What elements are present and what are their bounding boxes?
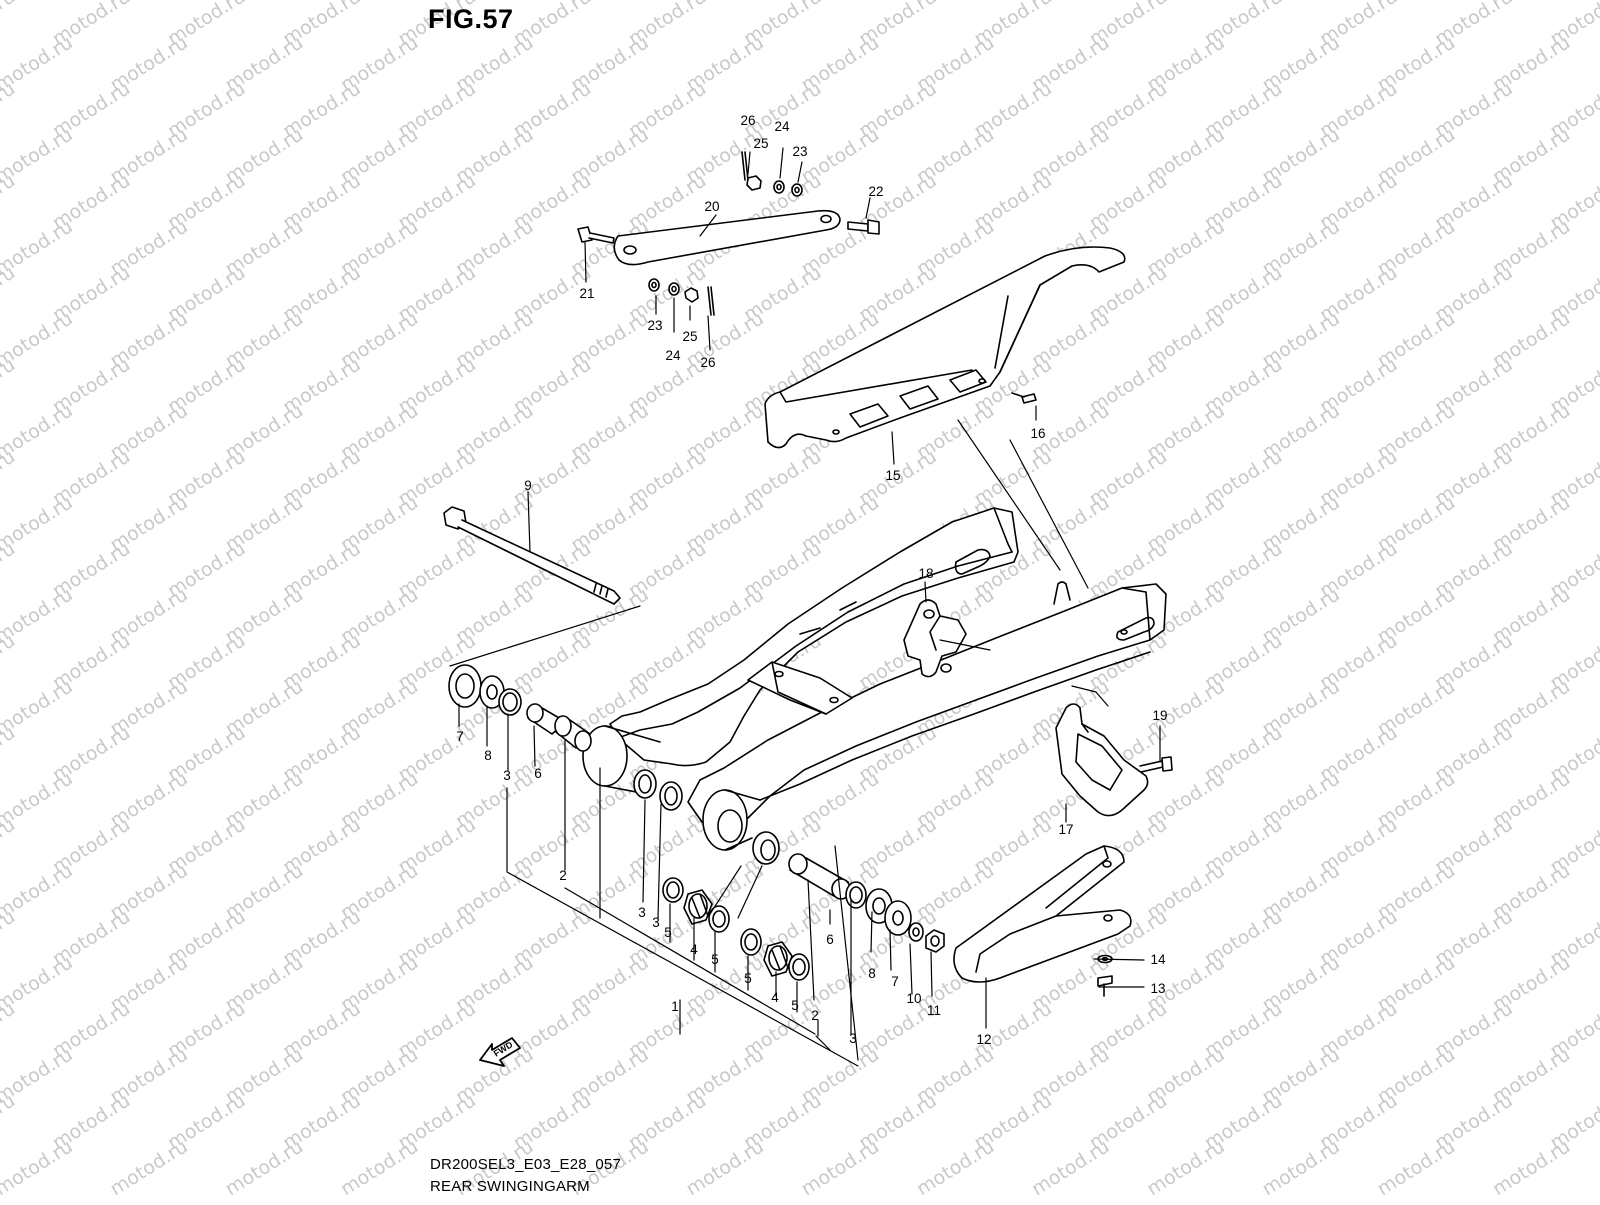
callout-8: 8: [868, 966, 876, 981]
figure-title: FIG.57: [428, 4, 514, 34]
callout-5: 5: [791, 998, 799, 1013]
left-pivot-parts: [448, 664, 592, 752]
watermark-text: motod.ru: [913, 1135, 999, 1200]
callout-7: 7: [891, 974, 899, 989]
callout-17: 17: [1058, 822, 1073, 837]
callout-6: 6: [534, 766, 542, 781]
callout-24: 24: [665, 348, 681, 363]
callout-2: 2: [811, 1008, 819, 1023]
callout-7: 7: [456, 729, 464, 744]
swingarm: [582, 507, 1167, 865]
watermark-text: motod.ru: [1489, 1135, 1575, 1200]
leader-lines: [449, 147, 1161, 1067]
callout-21: 21: [579, 286, 594, 301]
callout-22: 22: [868, 184, 883, 199]
callout-3: 3: [652, 915, 660, 930]
drawing: [443, 147, 1173, 1067]
chain-guard-15: [764, 246, 1126, 449]
bolt-19: [1139, 756, 1173, 773]
callout-9: 9: [524, 478, 532, 493]
callout-5: 5: [664, 925, 672, 940]
callout-26: 26: [740, 113, 755, 128]
watermark-text: motod.ru: [337, 1135, 423, 1200]
callout-23: 23: [647, 318, 662, 333]
watermark-text: motod.ru: [1143, 1135, 1229, 1200]
callout-11: 11: [927, 1003, 941, 1018]
screw-13: [1097, 975, 1113, 997]
callout-14: 14: [1150, 952, 1166, 967]
callout-4: 4: [690, 942, 698, 957]
callout-3: 3: [503, 768, 511, 783]
callout-3: 3: [849, 1031, 857, 1046]
callout-18: 18: [918, 566, 933, 581]
chain-buffer-12: [953, 845, 1132, 983]
callout-numbers: 1 2 2 3 3 3 3 4 4 5 5 5 5 6 6 7 7 8 8 9 …: [456, 113, 1167, 1047]
callout-13: 13: [1150, 981, 1165, 996]
watermark-text: motod.ru: [682, 1135, 768, 1200]
callout-3: 3: [638, 905, 646, 920]
model-code: DR200SEL3_E03_E28_057: [430, 1156, 622, 1173]
callout-15: 15: [885, 468, 900, 483]
callout-10: 10: [906, 991, 921, 1006]
watermark-text: motod.ru: [0, 1135, 77, 1200]
watermark-text: motod.ru: [797, 1135, 883, 1200]
watermark-text: motod.ru: [106, 1135, 192, 1200]
callout-4: 4: [771, 990, 779, 1005]
bolt-21: [577, 226, 615, 244]
callout-6: 6: [826, 932, 834, 947]
watermark-text: motod.ru: [0, 0, 19, 50]
bracket-18: [903, 599, 967, 678]
callout-24: 24: [774, 119, 790, 134]
pivot-shaft-9: [443, 506, 621, 605]
watermark-text: motod.ru: [1028, 1135, 1114, 1200]
callout-8: 8: [484, 748, 492, 763]
chain-guide-17: [1055, 703, 1149, 817]
bolt-22: [847, 219, 880, 235]
callout-5: 5: [711, 952, 719, 967]
callout-26: 26: [700, 355, 715, 370]
screw-16: [1011, 392, 1037, 404]
callout-19: 19: [1152, 708, 1167, 723]
callout-1: 1: [671, 999, 679, 1014]
callout-2: 2: [559, 868, 567, 883]
callout-25: 25: [753, 136, 768, 151]
callout-12: 12: [976, 1032, 991, 1047]
callout-5: 5: [744, 971, 752, 986]
callout-16: 16: [1030, 426, 1045, 441]
small-hardware: [648, 151, 803, 316]
callout-23: 23: [792, 144, 807, 159]
watermark-text: motod.ru: [1258, 1135, 1344, 1200]
callout-25: 25: [682, 329, 697, 344]
fwd-arrow: [479, 1037, 521, 1067]
callout-20: 20: [704, 199, 719, 214]
figure-name: REAR SWINGINGARM: [430, 1178, 590, 1195]
watermark-text: motod.ru: [1373, 1135, 1459, 1200]
watermark-text: motod.ru: [221, 1135, 307, 1200]
torque-rod-20: [613, 209, 841, 266]
